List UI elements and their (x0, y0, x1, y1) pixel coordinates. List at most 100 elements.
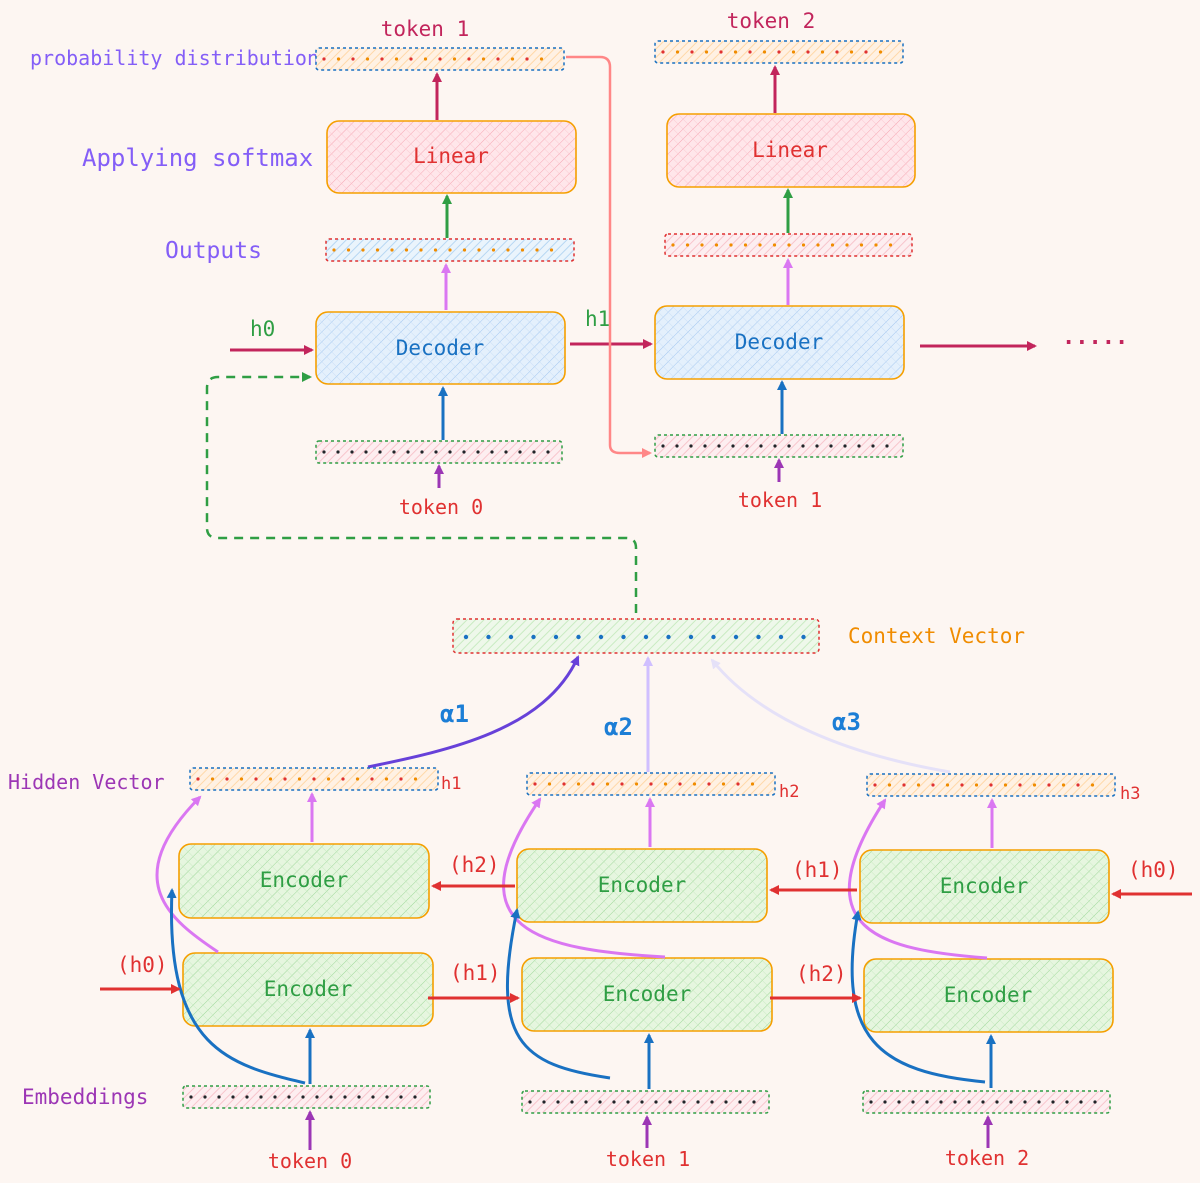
vector-dot (801, 634, 806, 640)
embedding-vector-dots (189, 1095, 417, 1099)
vector-dot (731, 444, 735, 448)
vector-dot (336, 57, 341, 61)
encoder-label: Encoder (264, 977, 353, 1001)
vector-dot (576, 634, 581, 640)
input-token-label: token 1 (606, 1147, 690, 1171)
vector-dot (605, 782, 610, 786)
input-token-label: token 1 (738, 488, 822, 512)
vector-dot (506, 248, 510, 252)
vector-dot (830, 243, 835, 247)
vector-dot (967, 1100, 971, 1104)
vector-dot (268, 777, 273, 781)
vector-dot (777, 50, 781, 54)
decoder-label: Decoder (396, 336, 485, 360)
vector-dot (371, 1095, 375, 1099)
vector-dot (576, 782, 581, 786)
vector-dot (939, 1100, 943, 1104)
vector-dot (707, 782, 711, 786)
vector-dot (666, 634, 671, 640)
arrow-forward-to-hidden (502, 797, 666, 959)
probability-vector-dots (322, 57, 544, 61)
vector-dot (661, 50, 665, 54)
hidden-vector-label: h2 (779, 782, 799, 802)
vector-dot (643, 634, 649, 640)
vector-dot (1076, 783, 1080, 787)
linear-label: Linear (413, 144, 489, 168)
vector-dot (700, 243, 704, 247)
vector-dot (491, 248, 496, 252)
vector-dot (974, 783, 979, 787)
vector-dot (835, 50, 839, 54)
encoder-label: Encoder (944, 983, 1033, 1007)
arrow-embedding-to-backward (166, 888, 306, 1085)
vector-dot (1023, 1100, 1027, 1104)
vector-dot (719, 50, 723, 54)
vector-dot (385, 1095, 389, 1099)
forward-hidden-in-label: (h0) (117, 953, 168, 977)
vector-dot (1009, 1100, 1013, 1104)
vector-dot (508, 634, 514, 640)
outputs-vector-dots (332, 248, 554, 252)
vector-dot (301, 1095, 305, 1099)
vector-dot (989, 783, 993, 787)
vector-dot (682, 1100, 686, 1104)
vector-dot (476, 450, 480, 454)
hidden-vector-dots (196, 777, 418, 781)
vector-dot (287, 1095, 291, 1099)
vector-dot (1061, 783, 1066, 787)
vector-dot (748, 50, 752, 54)
vector-dot (365, 57, 370, 61)
vector-dot (649, 782, 653, 786)
vector-dot (351, 57, 355, 61)
forward-encoder-box (863, 958, 1114, 1033)
vector-dot (688, 634, 694, 640)
vector-dot (1018, 783, 1022, 787)
vector-dot (759, 444, 763, 448)
vector-dot (322, 450, 326, 454)
vector-dot (535, 248, 539, 252)
applying-softmax-label: Applying softmax (82, 144, 313, 172)
vector-dot (520, 248, 525, 252)
vector-dot (462, 450, 466, 454)
vector-dot (772, 243, 777, 247)
vector-dot (689, 444, 693, 448)
vector-dot (721, 782, 726, 786)
vector-dot (696, 1100, 700, 1104)
vector-dot (539, 57, 544, 61)
vector-dot (663, 782, 668, 786)
vector-dot (510, 57, 515, 61)
vector-dot (375, 248, 380, 252)
vector-dot (384, 777, 389, 781)
attention-arrow-1 (367, 655, 580, 769)
vector-dot (1093, 1100, 1097, 1104)
vector-dot (859, 243, 864, 247)
vector-dot (820, 50, 825, 54)
vector-dot (801, 444, 805, 448)
vector-dot (1003, 783, 1008, 787)
decoder-input-embedding-dots (322, 450, 550, 454)
vector-dot (745, 444, 749, 448)
forward-encoder-box (182, 952, 434, 1027)
backward-hidden-in-label: (h2) (449, 853, 500, 877)
vector-dot (419, 248, 423, 252)
vector-dot (329, 1095, 333, 1099)
vector-dot (692, 782, 697, 786)
vector-dot (556, 1100, 560, 1104)
vector-dot (203, 1095, 207, 1099)
encoder-column-1: h1 Encoder Encoder token 0 (h0) (100, 767, 461, 1173)
vector-dot (897, 1100, 901, 1104)
vector-dot (477, 248, 481, 252)
vector-dot (462, 248, 467, 252)
outputs-vector-dots (671, 243, 893, 247)
vector-dot (1090, 783, 1095, 787)
vector-dot (553, 634, 559, 640)
vector-dot (733, 50, 738, 54)
vector-dot (724, 1100, 728, 1104)
vector-dot (413, 1095, 417, 1099)
vector-dot (448, 248, 452, 252)
input-token-label: token 2 (945, 1146, 1029, 1170)
vector-dot (710, 1100, 714, 1104)
vector-dot (634, 782, 639, 786)
backward-hidden-in-label: (h0) (1128, 858, 1179, 882)
vector-dot (756, 634, 761, 640)
